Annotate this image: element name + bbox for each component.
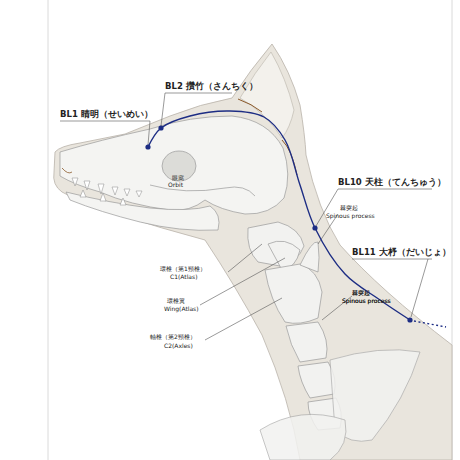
shoulder [260, 350, 420, 460]
vertebrae [248, 222, 342, 430]
part-label: 棘突起 [340, 205, 358, 212]
part-label: BL1 睛明（せいめい） [60, 110, 153, 119]
part-label: 環椎（第1頸椎） [160, 266, 206, 273]
mandible [66, 192, 219, 230]
leader-line [60, 121, 150, 145]
part-label: Spinous process [342, 298, 391, 305]
part-label: C2(Axles) [164, 343, 193, 350]
humerus [260, 414, 346, 460]
part-label: 環椎翼 [167, 298, 185, 305]
axis [265, 264, 322, 323]
dog-silhouette [54, 44, 452, 460]
nasal-brown [62, 168, 72, 173]
part-label: 軸椎（第2頸椎） [150, 334, 196, 341]
acupoint-dot [407, 317, 412, 322]
leader-line [228, 244, 262, 272]
part-label: 棘突起 [352, 290, 370, 297]
frame-line [48, 0, 49, 460]
part-label: BL2 攢竹（さんちく） [165, 82, 258, 91]
leader-line [161, 93, 232, 126]
frame [48, 0, 452, 460]
axis-spine [300, 242, 319, 272]
part-label: BL10 天柱（てんちゅう） [338, 178, 446, 187]
acupoint-dot [158, 125, 163, 130]
skull [60, 116, 288, 230]
part-label: BL11 大杼（だいじょ） [352, 248, 451, 257]
c4 [298, 362, 335, 398]
part-label: C1(Atlas) [170, 274, 198, 281]
part-label: Spinous process [326, 213, 375, 220]
acupoint-dot [145, 144, 150, 149]
c3 [286, 322, 327, 362]
zygomatic-arch [150, 185, 255, 196]
teeth [72, 178, 142, 205]
part-label: 眼窩 [172, 175, 184, 182]
meridian-continuation [414, 321, 446, 327]
leader-line [205, 298, 282, 340]
meridian-line [148, 111, 410, 320]
part-label: Orbit [168, 182, 183, 189]
part-label: Wing(Atlas) [164, 306, 199, 313]
dog-body [54, 44, 452, 460]
leader-lines [60, 93, 432, 340]
meridian [145, 111, 446, 327]
leader-line [200, 258, 285, 305]
acupoint-dot [312, 225, 317, 230]
orbit [162, 151, 196, 181]
